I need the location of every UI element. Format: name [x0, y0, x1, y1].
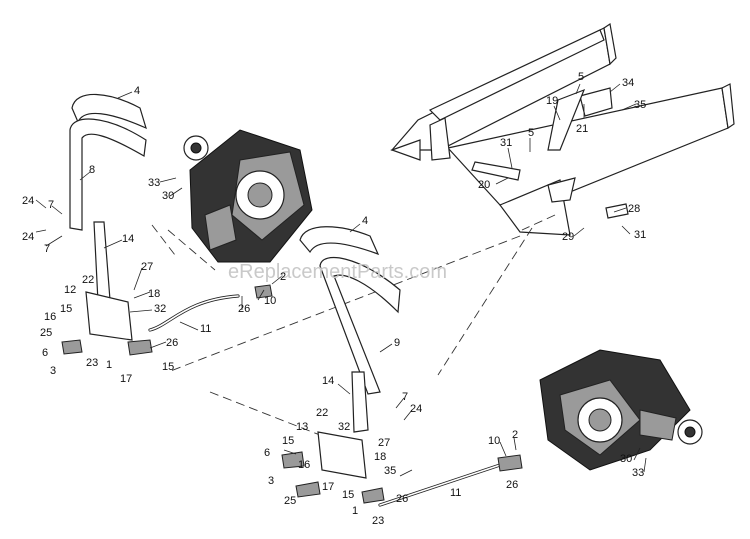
callout-4: 4	[362, 215, 368, 227]
callout-27: 27	[141, 261, 153, 273]
callout-32: 32	[154, 303, 166, 315]
callout-15: 15	[60, 303, 72, 315]
callout-2: 2	[512, 429, 518, 441]
callout-14: 14	[122, 233, 134, 245]
callout-27: 27	[378, 437, 390, 449]
callout-5: 5	[578, 71, 584, 83]
callout-1: 1	[106, 359, 112, 371]
callout-10: 10	[264, 295, 276, 307]
callout-5: 5	[528, 127, 534, 139]
callout-26: 26	[238, 303, 250, 315]
callout-24: 24	[410, 403, 422, 415]
callout-17: 17	[322, 481, 334, 493]
callout-29: 29	[562, 231, 574, 243]
callout-12: 12	[64, 284, 76, 296]
callout-8: 8	[89, 164, 95, 176]
callout-4: 4	[134, 85, 140, 97]
callout-33: 33	[148, 177, 160, 189]
callout-7: 7	[48, 199, 54, 211]
callout-31: 31	[500, 137, 512, 149]
callout-25: 25	[40, 327, 52, 339]
callout-14: 14	[322, 375, 334, 387]
watermark: eReplacementParts.com	[228, 261, 447, 283]
callout-6: 6	[264, 447, 270, 459]
callout-35: 35	[634, 99, 646, 111]
callout-18: 18	[374, 451, 386, 463]
callout-7: 7	[402, 391, 408, 403]
callout-22: 22	[82, 274, 94, 286]
callout-26: 26	[506, 479, 518, 491]
callout-23: 23	[86, 357, 98, 369]
left-control-handle	[61, 93, 153, 356]
callout-1: 1	[352, 505, 358, 517]
callout-28: 28	[628, 203, 640, 215]
callout-31: 31	[634, 229, 646, 241]
callout-13: 13	[296, 421, 308, 433]
callout-24: 24	[22, 231, 34, 243]
callout-15: 15	[162, 361, 174, 373]
leader-lines	[35, 83, 647, 477]
right-control-rod	[378, 454, 523, 507]
callout-15: 15	[282, 435, 294, 447]
callout-33: 33	[632, 467, 644, 479]
left-control-rod	[148, 284, 273, 332]
callout-24: 24	[22, 195, 34, 207]
frame-assembly	[390, 22, 735, 236]
callout-11: 11	[450, 487, 461, 499]
callout-25: 25	[284, 495, 296, 507]
callout-30: 30	[162, 190, 174, 202]
callout-11: 11	[200, 323, 211, 335]
callout-26: 26	[166, 337, 178, 349]
callout-16: 16	[44, 311, 56, 323]
callout-9: 9	[394, 337, 400, 349]
callout-30: 30	[620, 453, 632, 465]
callout-35: 35	[384, 465, 396, 477]
callout-3: 3	[50, 365, 56, 377]
callout-23: 23	[372, 515, 384, 527]
right-transmission	[539, 349, 703, 471]
callout-21: 21	[576, 123, 588, 135]
callout-32: 32	[338, 421, 350, 433]
callout-22: 22	[316, 407, 328, 419]
callout-15: 15	[342, 489, 354, 501]
callout-2: 2	[280, 271, 286, 283]
right-control-handle	[281, 226, 401, 504]
callout-20: 20	[478, 179, 490, 191]
callout-3: 3	[268, 475, 274, 487]
callout-16: 16	[298, 459, 310, 471]
callout-19: 19	[546, 95, 558, 107]
callout-17: 17	[120, 373, 132, 385]
callout-7: 7	[44, 243, 50, 255]
callout-18: 18	[148, 288, 160, 300]
callout-6: 6	[42, 347, 48, 359]
left-transmission	[183, 129, 313, 263]
callout-labels: 4 8 24 7 24 7 14 27 18 12 22 15 16 32 25…	[22, 71, 646, 527]
callout-10: 10	[488, 435, 500, 447]
callout-34: 34	[622, 77, 634, 89]
callout-26: 26	[396, 493, 408, 505]
